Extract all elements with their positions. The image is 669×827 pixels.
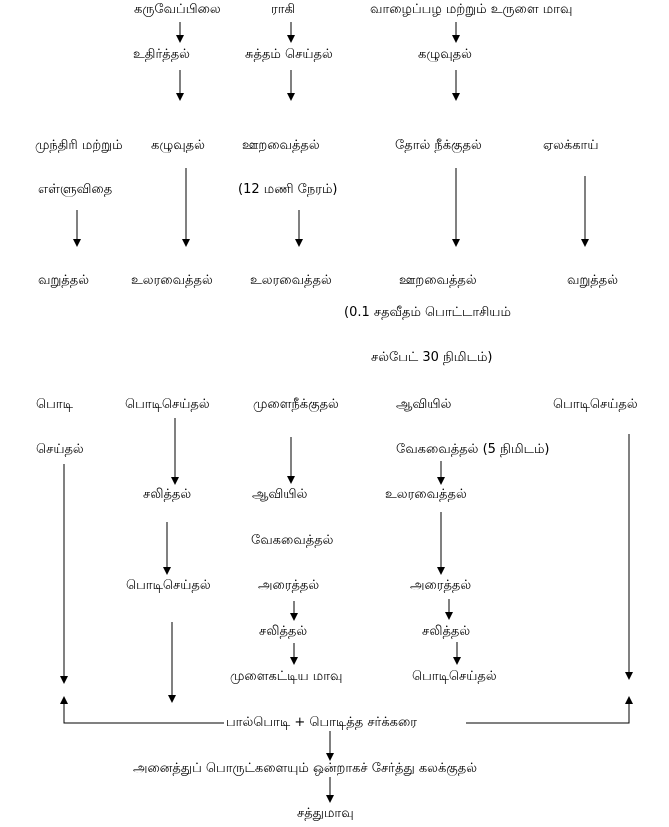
node-salithal-a: சலித்தல் — [143, 487, 192, 502]
collector-right — [466, 696, 633, 724]
node-ularavaiththal-2: உலரவைத்தல் — [250, 273, 332, 288]
node-palpodi: பால்பொடி + பொடித்த சர்க்கரை — [226, 715, 417, 730]
node-podi: பொடி — [36, 397, 73, 412]
node-mixing: அனைத்துப் பொருட்களையும் ஒன்றாகச் சேர்த்த… — [133, 761, 478, 776]
node-ooravaiththal: ஊறவைத்தல் — [242, 138, 320, 153]
node-percent-line2: சல்பேட் 30 நிமிடம்) — [371, 350, 493, 365]
node-aaviyil-a: ஆவியில் — [396, 397, 452, 412]
node-salithal-c: சலித்தல் — [422, 624, 471, 639]
node-suththam: சுத்தம் செய்தல் — [245, 47, 333, 62]
node-araithal-a: அரைத்தல் — [258, 578, 320, 593]
node-podiseithal-c: பொடிசெய்தல் — [126, 578, 211, 593]
node-podiseithal-d: பொடிசெய்தல் — [412, 669, 497, 684]
node-podiseithal-a: பொடிசெய்தல் — [125, 397, 210, 412]
node-ellu: எள்ளுவிதை — [38, 182, 113, 197]
node-hours: (12 மணி நேரம்) — [238, 182, 338, 197]
node-vegavaiththal-5: வேகவைத்தல் (5 நிமிடம்) — [396, 442, 550, 457]
collector-left — [60, 696, 224, 724]
node-podiseithal-b: பொடிசெய்தல் — [553, 397, 638, 412]
node-vazhai: வாழைப்பழ மற்றும் உருளை மாவு — [370, 2, 573, 17]
node-ooravaiththal-2: ஊறவைத்தல் — [399, 273, 477, 288]
node-araithal-b: அரைத்தல் — [410, 578, 472, 593]
node-kazhuvuthal: கழுவுதல் — [151, 138, 205, 153]
node-vegavaiththal: வேகவைத்தல் — [251, 533, 334, 548]
node-uthirthal: உதிர்த்தல் — [133, 47, 190, 62]
node-varuththal-2: வறுத்தல் — [567, 273, 619, 288]
node-munthiri: முந்திரி மற்றும் — [35, 138, 123, 153]
node-kazhuvuthal-top: கழுவுதல் — [418, 47, 472, 62]
node-raagi: ராகி — [271, 2, 296, 17]
node-salithal-b: சலித்தல் — [259, 624, 308, 639]
node-thol: தோல் நீக்குதல் — [395, 138, 482, 153]
node-percent-line1: (0.1 சதவீதம் பொட்டாசியம் — [344, 305, 511, 320]
node-elakkai: ஏலக்காய் — [543, 138, 599, 153]
node-ularavaiththal-1: உலரவைத்தல் — [131, 273, 213, 288]
node-mulainikkuthal: முளைநீக்குதல் — [253, 397, 339, 412]
node-aaviyil-b: ஆவியில் — [252, 487, 308, 502]
node-mulaikattiya: முளைகட்டிய மாவு — [230, 669, 343, 684]
node-karuveppilai: கருவேப்பிலை — [134, 2, 221, 17]
node-seithal: செய்தல் — [36, 442, 84, 457]
node-varuththal-1: வறுத்தல் — [38, 273, 90, 288]
node-ularavaiththal-3: உலரவைத்தல் — [385, 487, 467, 502]
node-final: சத்துமாவு — [297, 806, 354, 821]
